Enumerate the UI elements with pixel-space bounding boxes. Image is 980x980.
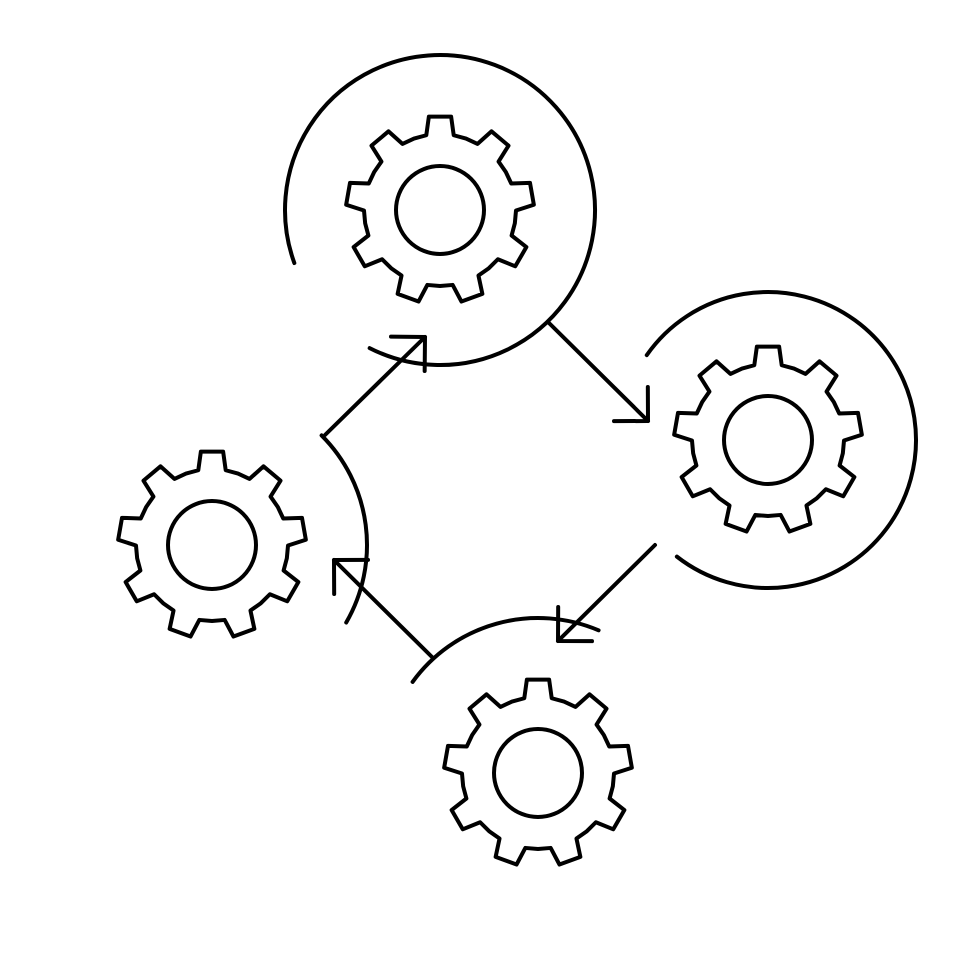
gear-outline: [442, 677, 634, 867]
gear-hub: [166, 499, 258, 591]
gear-outline: [672, 344, 864, 534]
arrowhead-icon: [556, 605, 594, 644]
node-rings: [283, 53, 918, 684]
arrow-shaft: [546, 320, 650, 423]
node-ring-right: [644, 290, 918, 590]
cycle-arrows: [323, 320, 657, 659]
gear-icon: [442, 677, 634, 867]
arrow-right-to-bottom: [556, 543, 657, 644]
node-ring-top: [283, 53, 597, 368]
arrow-shaft: [323, 335, 427, 437]
arrow-shaft: [332, 558, 434, 659]
gear-hub: [394, 164, 486, 256]
gear-icon: [672, 344, 864, 534]
gear-icon: [116, 449, 308, 639]
gear-outline: [344, 114, 536, 304]
arrow-bottom-to-left: [332, 557, 434, 659]
arrowhead-icon: [612, 385, 650, 424]
arrow-left-to-top: [323, 334, 427, 437]
node-ring-left: [319, 433, 369, 625]
gear-hub: [492, 727, 584, 819]
gear-outline: [116, 449, 308, 639]
arrowhead-icon: [332, 557, 370, 596]
arrowhead-icon: [389, 334, 427, 373]
arrow-shaft: [556, 543, 657, 643]
gear-hub: [722, 394, 814, 486]
gear-icons: [116, 114, 864, 867]
arrow-top-to-right: [546, 320, 650, 424]
node-ring-bottom: [410, 616, 601, 684]
gear-icon: [344, 114, 536, 304]
